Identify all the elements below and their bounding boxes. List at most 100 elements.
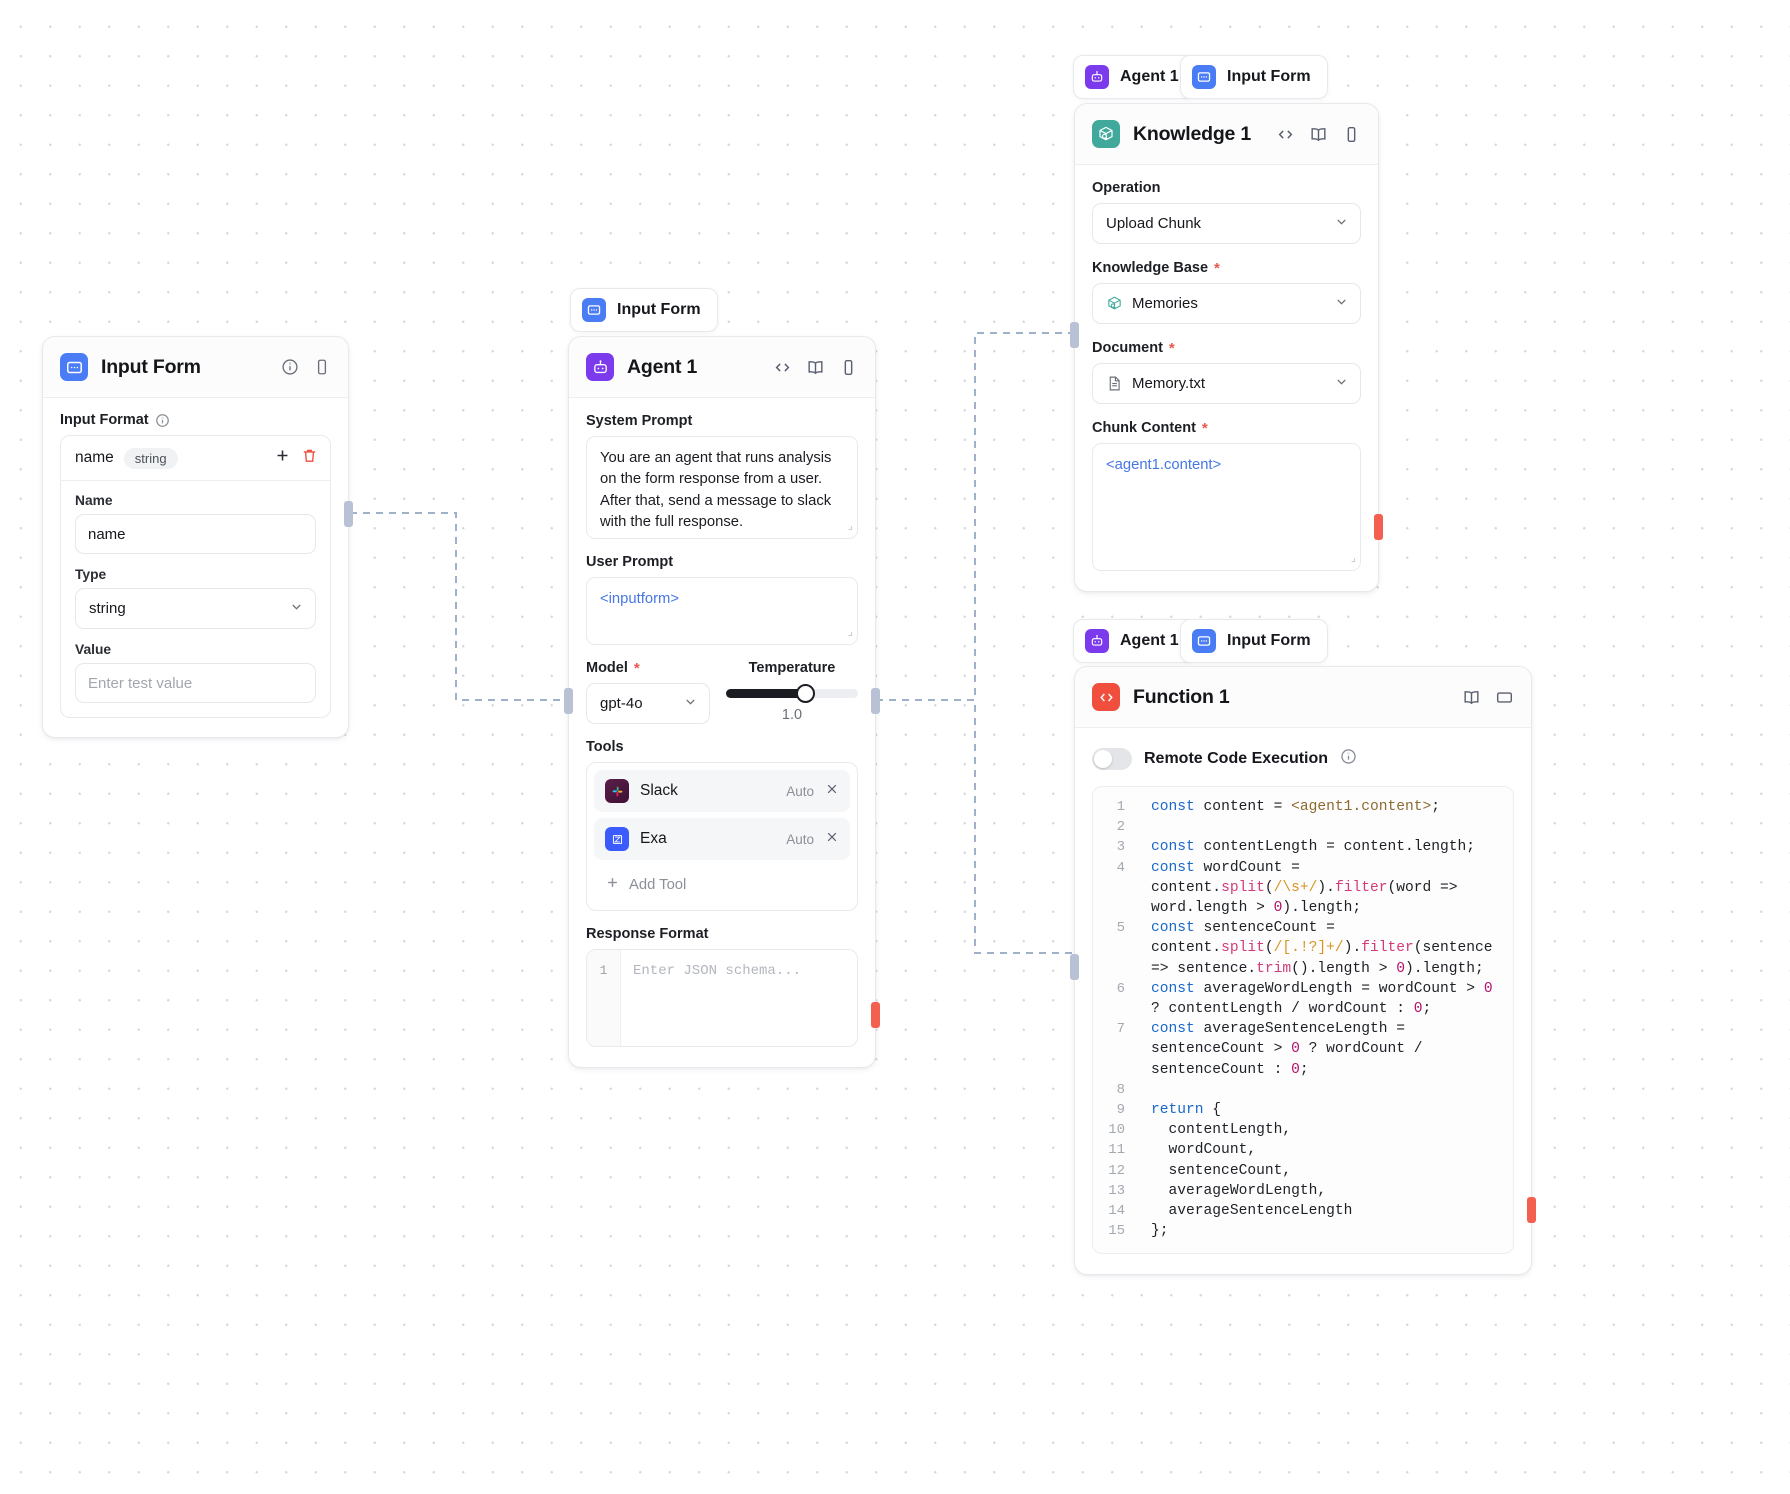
tool-mode[interactable]: Auto (786, 783, 814, 799)
error-handle[interactable] (1527, 1197, 1536, 1223)
remote-code-execution-row[interactable]: Remote Code Execution (1092, 744, 1514, 786)
operation-select[interactable]: Upload Chunk (1092, 203, 1361, 244)
node-knowledge[interactable]: Knowledge 1 (1070, 103, 1383, 592)
node-title: Agent 1 (627, 355, 698, 378)
json-schema-input[interactable]: Enter JSON schema... (633, 963, 802, 979)
info-icon[interactable] (281, 358, 299, 376)
agent-icon (1085, 629, 1109, 653)
code-icon[interactable] (1276, 125, 1295, 144)
mobile-icon[interactable] (1342, 125, 1361, 144)
resize-handle-icon[interactable]: ⌟ (847, 520, 853, 533)
resize-handle-icon[interactable]: ⌟ (847, 626, 853, 639)
output-handle[interactable] (344, 501, 353, 527)
input-handle[interactable] (1070, 954, 1079, 980)
node-header[interactable]: Input Form (43, 337, 348, 398)
operation-label: Operation (1092, 180, 1161, 196)
remote-code-execution-toggle[interactable] (1092, 748, 1132, 770)
model-select[interactable]: gpt-4o (586, 683, 710, 724)
name-input[interactable]: name (75, 514, 316, 554)
name-label: Name (75, 493, 113, 508)
error-handle[interactable] (1374, 514, 1383, 540)
node-function[interactable]: Function 1 Remote Code Execution (1070, 666, 1536, 1276)
value-input[interactable]: Enter test value (75, 663, 316, 703)
user-prompt-input[interactable]: <inputform> ⌟ (586, 577, 858, 645)
required-indicator: * (1201, 419, 1208, 437)
agent-icon (1085, 65, 1109, 89)
schema-editor[interactable]: name string Name (60, 435, 331, 718)
function-icon (1092, 683, 1120, 711)
mobile-icon[interactable] (313, 358, 331, 376)
type-label: Type (75, 567, 107, 582)
temperature-slider[interactable] (726, 684, 858, 703)
tool-name: Slack (640, 782, 678, 799)
node-title: Knowledge 1 (1133, 122, 1252, 145)
expand-icon[interactable] (1495, 688, 1514, 707)
code-icon[interactable] (773, 358, 792, 377)
user-prompt-label: User Prompt (586, 554, 674, 570)
chunk-content-input[interactable]: <agent1.content> ⌟ (1092, 443, 1361, 571)
type-select[interactable]: string (75, 588, 316, 629)
node-header[interactable]: Knowledge 1 (1075, 104, 1378, 165)
badge-label: Agent 1 (1120, 632, 1179, 649)
slack-icon (605, 779, 629, 803)
badge-label: Input Form (1227, 632, 1311, 649)
book-icon[interactable] (1462, 688, 1481, 707)
response-format-label: Response Format (586, 926, 709, 942)
chevron-down-icon (1334, 294, 1349, 313)
model-label: Model * (586, 659, 640, 677)
output-handle[interactable] (871, 688, 880, 714)
badge-label: Agent 1 (1120, 68, 1179, 85)
input-handle[interactable] (564, 688, 573, 714)
close-icon[interactable] (825, 830, 839, 849)
input-form-icon (60, 353, 88, 381)
knowledge-base-select[interactable]: Memories (1092, 283, 1361, 324)
tool-row[interactable]: Exa Auto (594, 818, 850, 860)
badge-agent-1[interactable]: Agent 1 (1073, 619, 1196, 663)
node-input-form[interactable]: Input Form Input Format (42, 336, 353, 738)
book-icon[interactable] (1309, 125, 1328, 144)
tool-row[interactable]: Slack Auto (594, 770, 850, 812)
badge-label: Input Form (1227, 68, 1311, 85)
error-handle[interactable] (871, 1002, 880, 1028)
input-form-icon (582, 298, 606, 322)
info-icon[interactable] (155, 413, 170, 428)
plus-icon[interactable] (274, 447, 291, 469)
node-title: Function 1 (1133, 685, 1230, 708)
tool-name: Exa (640, 830, 667, 847)
node-agent[interactable]: Agent 1 (564, 336, 880, 1068)
response-format-editor[interactable]: 1 Enter JSON schema... (586, 949, 858, 1047)
code-content[interactable]: const content = <agent1.content>; const … (1151, 799, 1502, 1240)
badge-input-form[interactable]: Input Form (1180, 55, 1328, 99)
exa-icon (605, 827, 629, 851)
badge-input-form[interactable]: Input Form (1180, 619, 1328, 663)
mobile-icon[interactable] (839, 358, 858, 377)
tools-list[interactable]: Slack Auto Exa (586, 762, 858, 911)
tool-mode[interactable]: Auto (786, 831, 814, 847)
file-icon (1106, 375, 1123, 392)
document-label: Document * (1092, 339, 1175, 357)
chevron-down-icon (1334, 374, 1349, 393)
temperature-label: Temperature (748, 660, 836, 676)
node-header[interactable]: Function 1 (1075, 667, 1531, 728)
schema-row[interactable]: name string (61, 436, 330, 481)
close-icon[interactable] (825, 782, 839, 801)
input-form-icon (1192, 629, 1216, 653)
trash-icon[interactable] (301, 447, 318, 469)
node-header[interactable]: Agent 1 (569, 337, 875, 398)
book-icon[interactable] (806, 358, 825, 377)
info-icon[interactable] (1340, 748, 1357, 770)
temperature-value: 1.0 (781, 707, 803, 723)
resize-handle-icon[interactable]: ⌟ (1350, 552, 1356, 565)
badge-agent-1[interactable]: Agent 1 (1073, 55, 1196, 99)
system-prompt-input[interactable]: You are an agent that runs analysis on t… (586, 436, 858, 539)
add-tool-button[interactable]: Add Tool (594, 866, 850, 903)
input-handle[interactable] (1070, 322, 1079, 348)
badge-input-form[interactable]: Input Form (570, 288, 718, 332)
slider-knob[interactable] (796, 684, 816, 703)
chevron-down-icon (683, 694, 698, 713)
required-indicator: * (1214, 259, 1220, 277)
document-select[interactable]: Memory.txt (1092, 363, 1361, 404)
